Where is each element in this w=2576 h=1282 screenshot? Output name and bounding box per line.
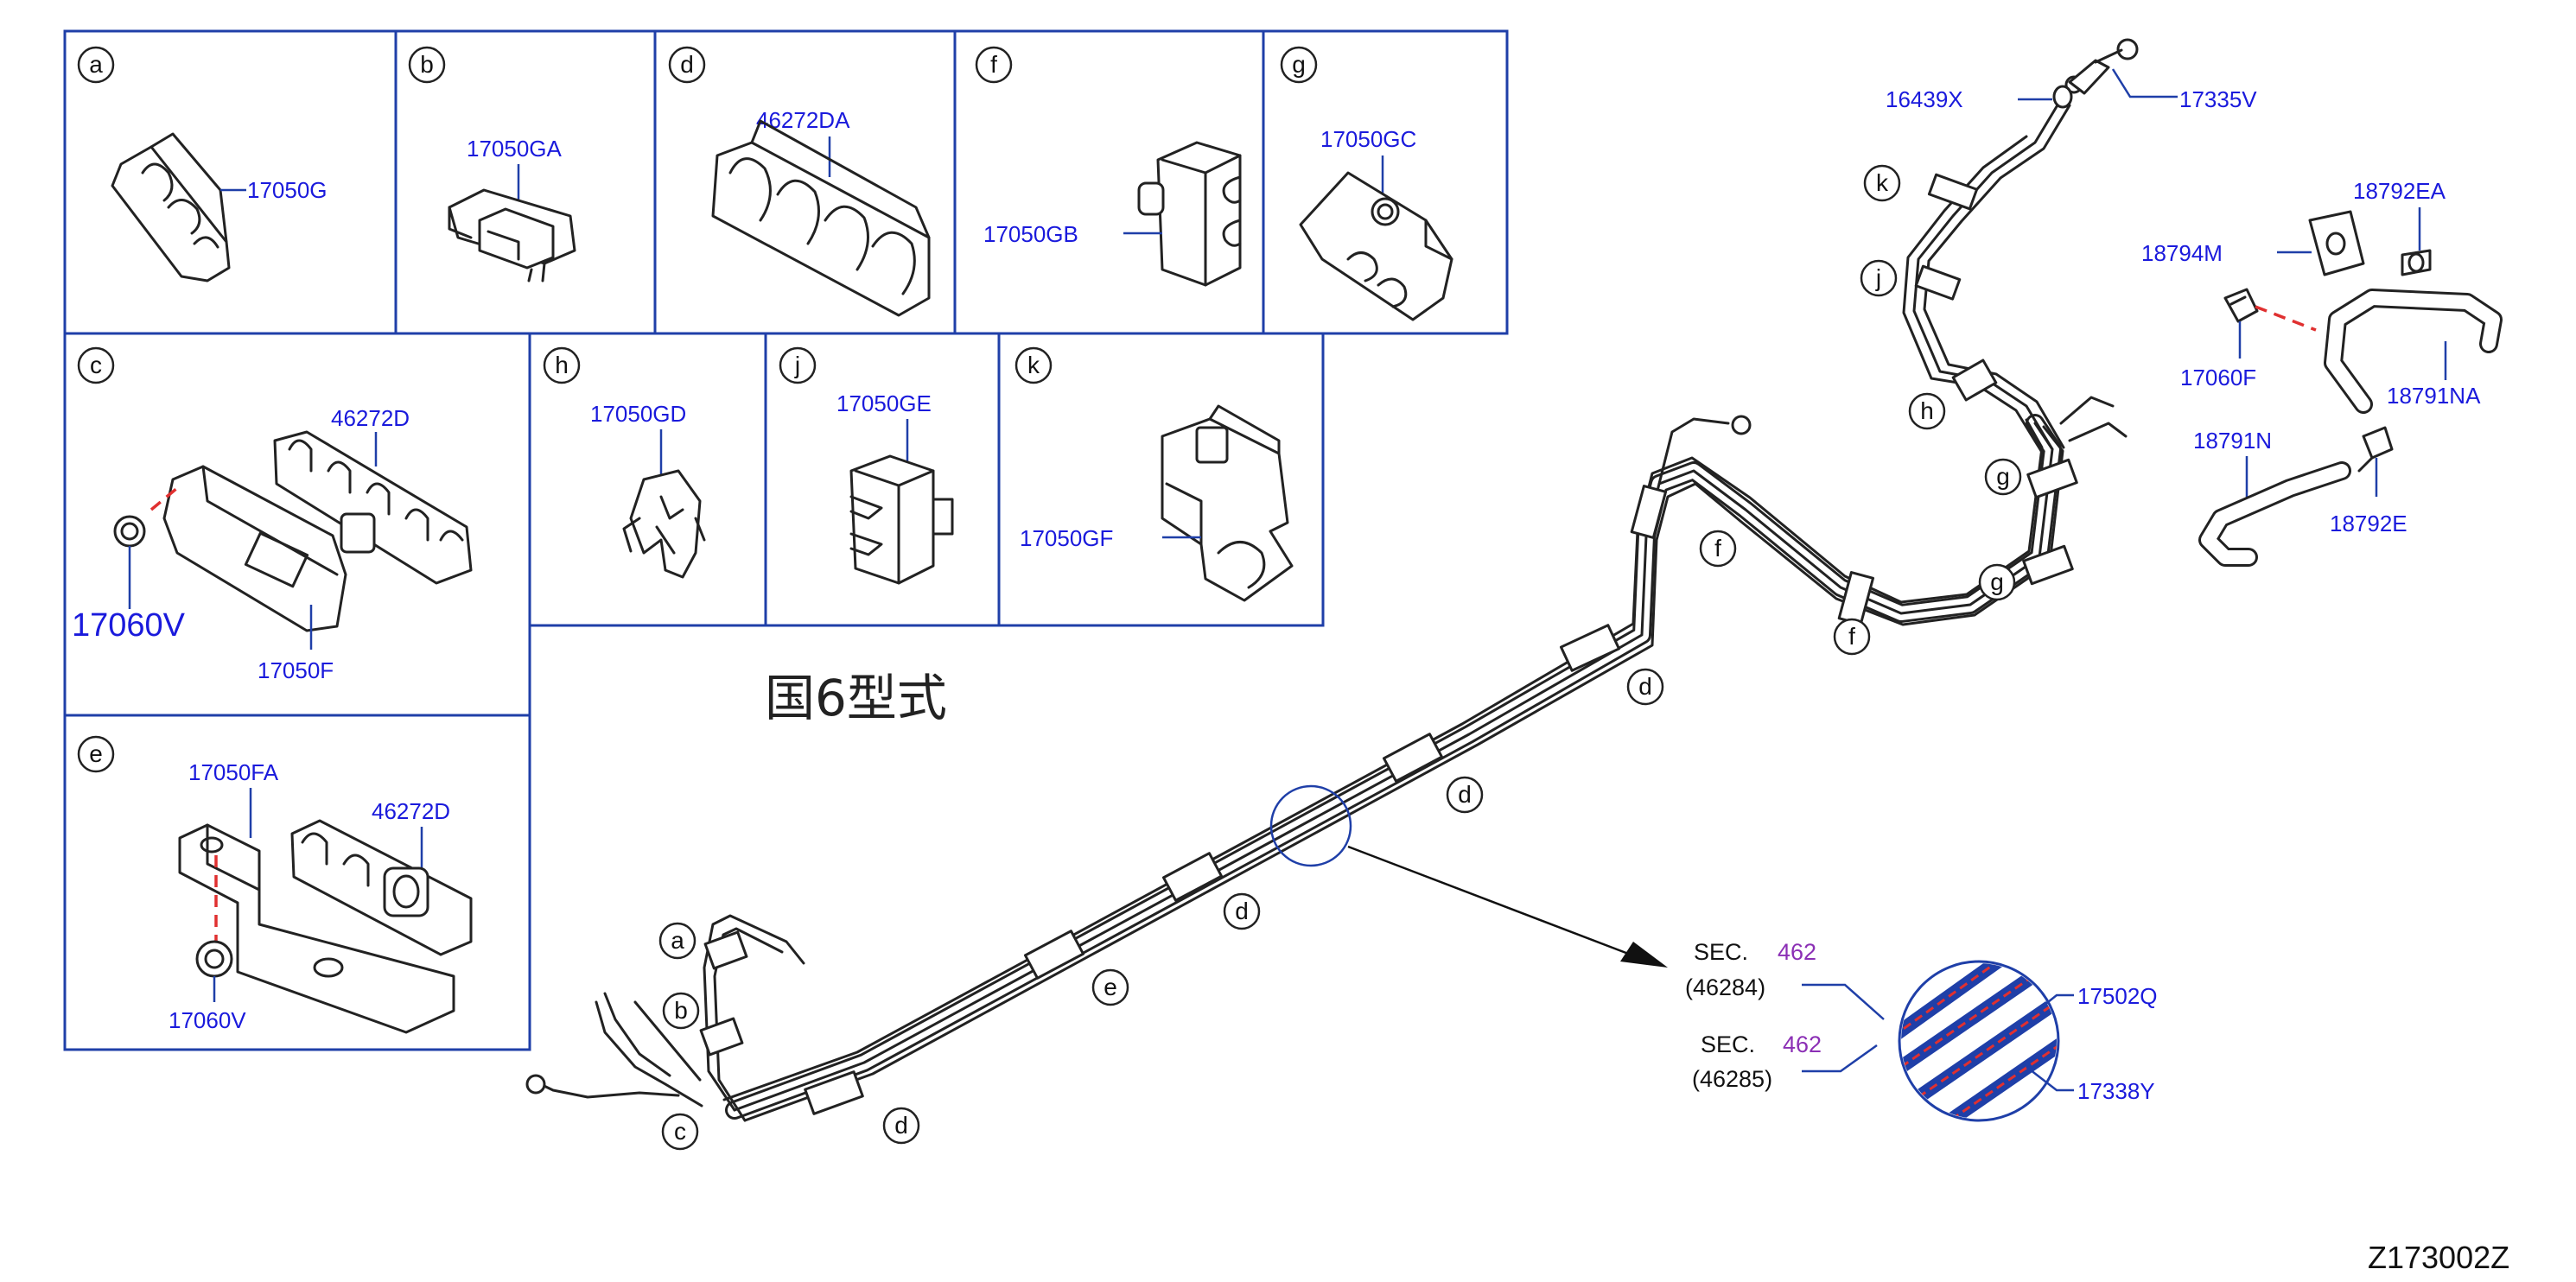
sec-number-1: 462	[1778, 939, 1816, 965]
clip-18794m-part	[2308, 210, 2365, 276]
pipe-callout-e: e	[1104, 974, 1117, 1000]
connector-17335v-part	[2052, 38, 2139, 109]
part-17050ga: 17050GA	[467, 136, 563, 162]
part-17338y: 17338Y	[2077, 1078, 2155, 1104]
panel-h-letter: h	[555, 352, 569, 378]
panel-b: b 17050GA	[408, 46, 576, 282]
sec-label-2: SEC.	[1701, 1031, 1755, 1057]
clip-17050gb-part	[1137, 141, 1242, 287]
hose-18791na-part	[2324, 289, 2503, 414]
clip-17050ge-part	[849, 454, 954, 585]
pipe-callout-d-2: d	[1458, 781, 1472, 808]
part-46272d-e: 46272D	[372, 798, 450, 824]
panel-frames	[63, 29, 1509, 1051]
sec-ref-2: (46285)	[1692, 1066, 1772, 1092]
panel-b-letter: b	[420, 51, 434, 78]
panel-c: c 46272D 17060V 17050F	[72, 346, 473, 683]
nut-17060v-e-part	[195, 940, 233, 978]
pipe-callout-d-1: d	[1638, 673, 1652, 700]
panel-j: j 17050GE	[779, 346, 954, 585]
sec-number-2: 462	[1783, 1031, 1822, 1057]
pipe-callout-c: c	[674, 1118, 686, 1145]
part-16439x: 16439X	[1886, 86, 1963, 112]
pipe-clamps	[699, 173, 2078, 1115]
panel-e-letter: e	[89, 740, 103, 767]
part-17050gf: 17050GF	[1020, 525, 1113, 551]
bracket-17050fa-part	[178, 823, 455, 1034]
pipe-callout-d-3: d	[1235, 898, 1249, 924]
pipe-callout-k: k	[1876, 169, 1889, 196]
panel-f-letter: f	[990, 51, 997, 78]
rear-connectors	[2059, 75, 2128, 442]
panel-j-letter: j	[794, 352, 800, 378]
clip-46272d-e-part	[290, 819, 473, 956]
bracket-17050f-part	[162, 465, 347, 632]
panel-c-letter: c	[90, 352, 102, 378]
sec-ref-1: (46284)	[1685, 974, 1765, 1000]
clip-17050gc-part	[1299, 171, 1453, 321]
section-detail: SEC. 462 (46284) SEC. 462 (46285) 17502Q	[1269, 784, 2158, 1122]
panel-a: a 17050G	[77, 46, 328, 282]
part-17050f: 17050F	[258, 657, 334, 683]
clip-46272d-part	[273, 430, 473, 585]
section-magnified-view	[1898, 960, 2060, 1122]
panel-k: k 17050GF	[1014, 346, 1294, 602]
emission-standard-label: 国6型式	[765, 669, 947, 727]
pipe-callout-g-upper: g	[1996, 463, 2010, 490]
pipe-callout-f-right: f	[1848, 623, 1855, 650]
part-17050gb: 17050GB	[983, 221, 1078, 247]
part-17050gd: 17050GD	[590, 401, 686, 427]
panel-e: e 17050FA 46272D 17060V	[77, 735, 473, 1034]
panel-g-letter: g	[1292, 51, 1306, 78]
part-46272da: 46272DA	[756, 107, 850, 133]
pipe-callout-f-left: f	[1714, 535, 1721, 562]
clip-17050ga-part	[448, 188, 576, 282]
front-pipe-run	[525, 914, 805, 1122]
panel-a-letter: a	[89, 51, 103, 78]
panel-g: g 17050GC	[1280, 46, 1453, 321]
part-17050gc: 17050GC	[1320, 126, 1416, 152]
part-18794m: 18794M	[2141, 240, 2223, 266]
part-17060v-c: 17060V	[72, 607, 186, 644]
clip-17050g-part	[111, 132, 231, 282]
panel-d-letter: d	[680, 51, 694, 78]
nut-17060v-part	[113, 515, 146, 548]
panel-f: f 17050GB	[975, 46, 1242, 287]
pipe-callout-b: b	[674, 997, 688, 1024]
part-17335v: 17335V	[2179, 86, 2257, 112]
connector-18792e-part	[2357, 426, 2394, 473]
connector-18792ea-part	[2401, 249, 2432, 276]
part-17060v-e: 17060V	[169, 1007, 246, 1033]
part-17050fa: 17050FA	[188, 759, 279, 785]
part-17050ge: 17050GE	[836, 390, 932, 416]
pipe-callout-j: j	[1875, 264, 1881, 291]
clip-17050gf-part	[1161, 404, 1294, 602]
upper-right-parts: 16439X 17335V 18792EA 18794M 17060F	[1886, 38, 2503, 567]
panel-d: d 46272DA	[668, 46, 931, 317]
part-17502q: 17502Q	[2077, 983, 2158, 1009]
sec-label-1: SEC.	[1694, 939, 1748, 965]
fuel-pipe-assembly	[525, 75, 2128, 1122]
pipe-callouts: k j h g f f g d d d e d a b c	[658, 164, 2022, 1151]
part-18792e: 18792E	[2330, 511, 2407, 536]
part-18791na: 18791NA	[2387, 383, 2481, 409]
diagram-code: Z173002Z	[2368, 1240, 2509, 1275]
clip-46272da-part	[711, 119, 931, 317]
hose-18791n-part	[2198, 461, 2351, 567]
clip-17060f-part	[2223, 288, 2259, 323]
panel-h: h 17050GD	[543, 346, 706, 579]
part-17050g: 17050G	[247, 177, 328, 203]
pipe-callout-g-lower: g	[1990, 568, 2004, 595]
part-18791n: 18791N	[2193, 428, 2272, 454]
clip-17050gd-part	[622, 469, 706, 579]
part-17060f: 17060F	[2180, 365, 2256, 390]
pipe-callout-d-4: d	[894, 1112, 908, 1139]
part-18792ea: 18792EA	[2353, 178, 2446, 204]
part-46272d-c: 46272D	[331, 405, 410, 431]
pipe-callout-a: a	[671, 927, 684, 954]
panel-k-letter: k	[1027, 352, 1040, 378]
pipe-callout-h: h	[1920, 397, 1934, 424]
